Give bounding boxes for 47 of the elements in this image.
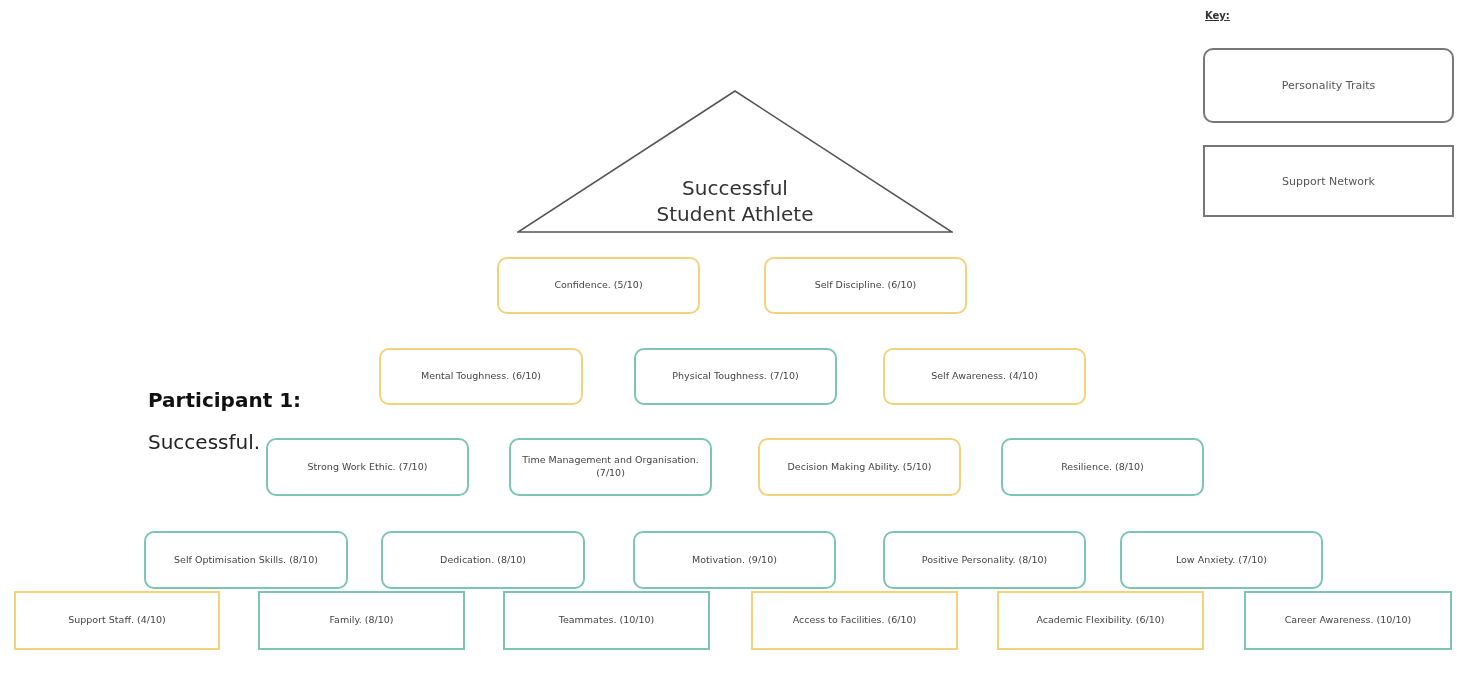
node-label: Confidence. (5/10) — [553, 279, 644, 292]
trait-box — [266, 438, 469, 496]
node-label: Motivation. (9/10) — [691, 553, 778, 567]
trait-box — [633, 531, 836, 589]
node-label: Strong Work Ethic. (7/10) — [306, 460, 429, 474]
trait-box — [758, 438, 961, 496]
node-label: Positive Personality. (8/10) — [920, 553, 1049, 567]
trait-box — [144, 531, 348, 589]
node-label: Access to Facilities. (6/10) — [791, 614, 918, 627]
support-box — [258, 591, 465, 650]
node-label: Successful Student Athlete — [655, 175, 815, 227]
trait-box — [883, 348, 1086, 405]
node-label: Self Awareness. (4/10) — [930, 370, 1039, 383]
support-box — [503, 591, 710, 650]
node-label: Teammates. (10/10) — [557, 614, 656, 627]
node-label: Self Optimisation Skills. (8/10) — [173, 553, 319, 567]
trait-box — [1120, 531, 1323, 589]
node-label: Career Awareness. (10/10) — [1283, 614, 1413, 627]
trait-box — [883, 531, 1086, 589]
trait-box — [509, 438, 712, 496]
node-label: Time Management and Organisation. (7/10) — [521, 454, 700, 480]
support-box — [751, 591, 958, 650]
legend-entry: Support Network — [1203, 145, 1454, 217]
node-label: Physical Toughness. (7/10) — [671, 370, 800, 383]
node-label: Decision Making Ability. (5/10) — [786, 460, 933, 474]
status-text: Successful. — [148, 430, 261, 454]
trait-box — [497, 257, 700, 314]
legend-entry: Personality Traits — [1203, 48, 1454, 123]
node-label: Academic Flexibility. (6/10) — [1035, 614, 1166, 627]
key-heading: Key: — [1205, 10, 1230, 21]
node-label: Self Discipline. (6/10) — [813, 279, 918, 292]
trait-box — [381, 531, 585, 589]
node-label: Resilience. (8/10) — [1060, 460, 1145, 474]
trait-box — [764, 257, 967, 314]
node-label: Family. (8/10) — [328, 614, 395, 627]
trait-box — [634, 348, 837, 405]
node-label: Support Staff. (4/10) — [67, 614, 167, 627]
node-label: Dedication. (8/10) — [439, 553, 527, 567]
goal-triangle — [517, 90, 953, 233]
participant-heading: Participant 1: — [148, 388, 302, 412]
support-box — [14, 591, 220, 650]
support-box — [997, 591, 1204, 650]
node-label: Low Anxiety. (7/10) — [1174, 553, 1269, 567]
trait-box — [379, 348, 583, 405]
support-box — [1244, 591, 1452, 650]
trait-box — [1001, 438, 1204, 496]
node-label: Mental Toughness. (6/10) — [420, 370, 542, 383]
